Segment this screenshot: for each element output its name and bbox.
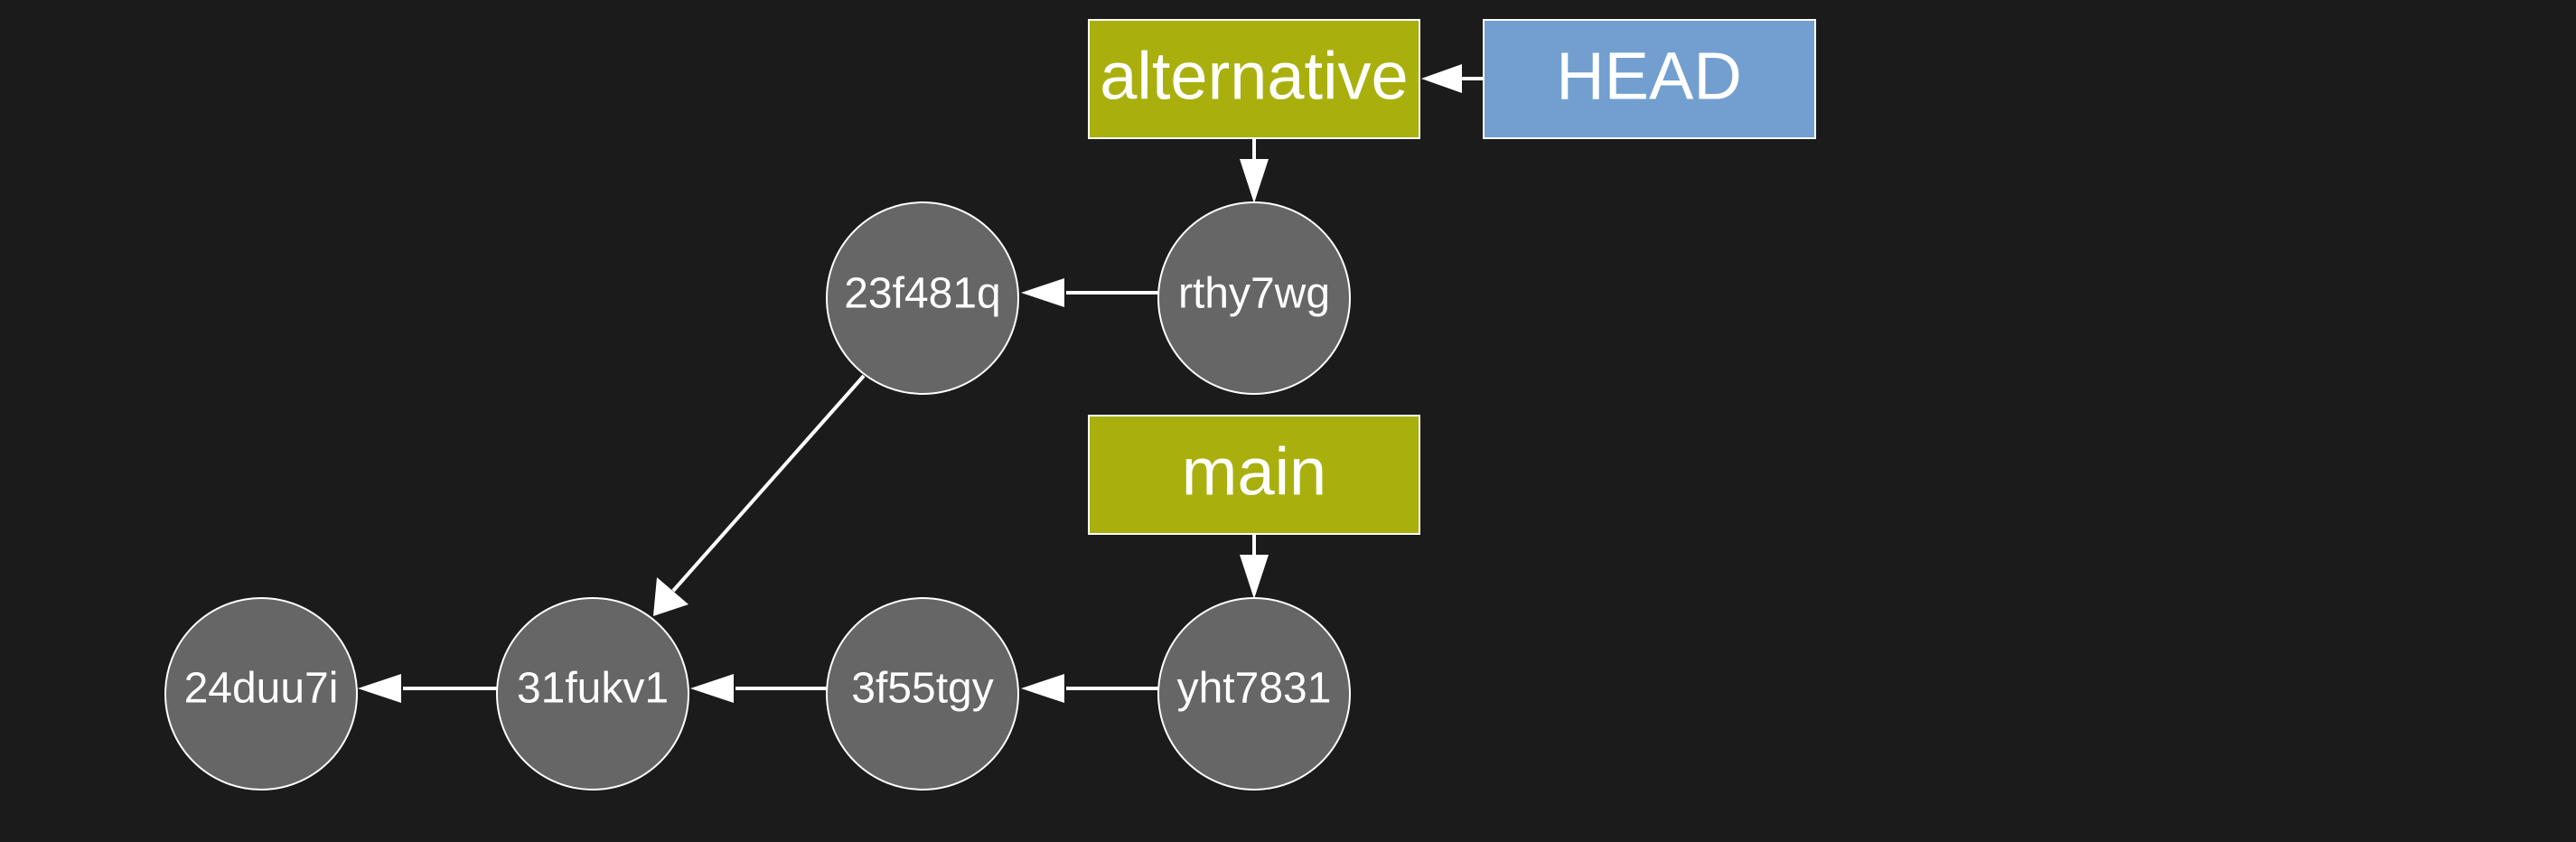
head-ref: HEAD <box>1483 19 1816 139</box>
commit-circle <box>1157 597 1351 791</box>
arrowhead-head-to-alternative <box>1421 64 1462 93</box>
arrowhead-yht7831-to-3f55tgy <box>1021 674 1064 703</box>
edge-23f481q-to-31fukv1 <box>671 374 866 593</box>
arrowhead-rthy7wg-to-23f481q <box>1021 278 1064 307</box>
branch-alternative: alternative <box>1088 19 1420 139</box>
head-ref-box <box>1483 19 1816 139</box>
arrowhead-main-to-yht7831 <box>1240 555 1269 599</box>
branch-main-box <box>1088 415 1420 535</box>
branch-main: main <box>1088 415 1420 535</box>
commit-node-3f55tgy: 3f55tgy <box>826 597 1019 791</box>
branch-main-label: main <box>1182 435 1326 510</box>
commit-hash-label: yht7831 <box>1177 665 1332 713</box>
commit-node-rthy7wg: rthy7wg <box>1157 201 1351 395</box>
commit-node-yht7831: yht7831 <box>1157 597 1351 791</box>
branch-alternative-label: alternative <box>1100 39 1408 114</box>
commit-node-24duu7i: 24duu7i <box>164 597 358 791</box>
commit-hash-label: 3f55tgy <box>851 665 993 713</box>
branch-alternative-box <box>1088 19 1420 139</box>
commit-circle <box>1157 201 1351 395</box>
commit-circle <box>826 597 1019 791</box>
commit-circle <box>496 597 689 791</box>
arrowhead-23f481q-to-31fukv1 <box>653 577 688 616</box>
commit-circle <box>164 597 358 791</box>
arrowhead-alternative-to-rthy7wg <box>1240 159 1269 203</box>
graph-edges <box>358 64 1484 703</box>
arrowhead-3f55tgy-to-31fukv1 <box>690 674 734 703</box>
commit-hash-label: 31fukv1 <box>517 665 669 713</box>
commit-hash-label: 24duu7i <box>184 665 339 713</box>
arrowhead-31fukv1-to-24duu7i <box>358 674 401 703</box>
head-ref-label: HEAD <box>1556 39 1742 114</box>
commit-node-23f481q: 23f481q <box>826 201 1019 395</box>
commit-circle <box>826 201 1019 395</box>
commit-hash-label: 23f481q <box>844 270 1001 318</box>
commit-hash-label: rthy7wg <box>1178 270 1330 318</box>
commit-node-31fukv1: 31fukv1 <box>496 597 689 791</box>
